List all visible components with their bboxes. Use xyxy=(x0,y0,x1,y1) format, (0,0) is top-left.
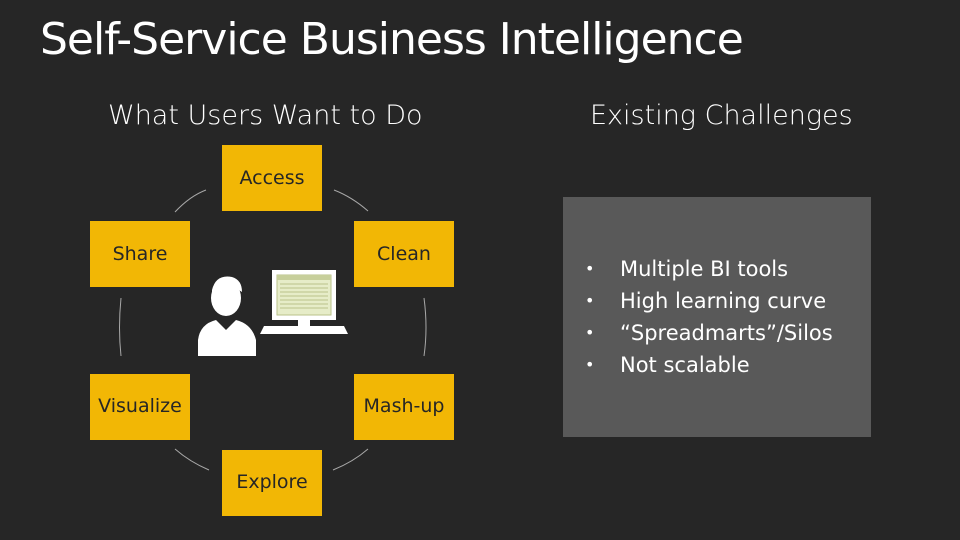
connector-visualize-share xyxy=(119,297,122,357)
list-item: • “Spreadmarts”/Silos xyxy=(585,317,833,349)
slide-title: Self-Service Business Intelligence xyxy=(40,14,744,65)
challenge-text: “Spreadmarts”/Silos xyxy=(620,321,833,345)
challenge-text: High learning curve xyxy=(620,289,827,313)
connector-clean-mashup xyxy=(423,297,427,357)
cycle-node-explore: Explore xyxy=(222,450,322,516)
cycle-node-label: Visualize xyxy=(98,395,182,417)
user-at-computer-icon xyxy=(198,270,348,356)
challenge-text: Multiple BI tools xyxy=(620,257,789,281)
cycle-node-access: Access xyxy=(222,145,322,211)
bullet-marker: • xyxy=(585,323,595,342)
bullet-marker: • xyxy=(585,291,595,310)
cycle-node-label: Mash-up xyxy=(363,395,445,417)
cycle-node-share: Share xyxy=(90,221,190,287)
connector-mashup-explore xyxy=(332,448,369,471)
cycle-node-visualize: Visualize xyxy=(90,374,190,440)
cycle-node-label: Share xyxy=(112,243,168,265)
bullet-marker: • xyxy=(585,355,595,374)
connector-share-access xyxy=(174,189,207,213)
cycle-node-clean: Clean xyxy=(354,221,454,287)
bullet-marker: • xyxy=(585,259,595,278)
connector-access-clean xyxy=(333,189,369,212)
cycle-node-label: Explore xyxy=(236,471,308,493)
left-heading: What Users Want to Do xyxy=(108,100,423,131)
challenges-panel: • Multiple BI tools • High learning curv… xyxy=(563,197,871,437)
cycle-node-label: Access xyxy=(239,167,305,189)
cycle-node-mashup: Mash-up xyxy=(354,374,454,440)
list-item: • Multiple BI tools xyxy=(585,253,833,285)
cycle-node-label: Clean xyxy=(377,243,431,265)
list-item: • Not scalable xyxy=(585,349,833,381)
list-item: • High learning curve xyxy=(585,285,833,317)
challenge-text: Not scalable xyxy=(620,353,750,377)
connector-explore-visualize xyxy=(174,448,210,471)
right-heading: Existing Challenges xyxy=(590,100,853,131)
challenges-list: • Multiple BI tools • High learning curv… xyxy=(585,253,833,381)
